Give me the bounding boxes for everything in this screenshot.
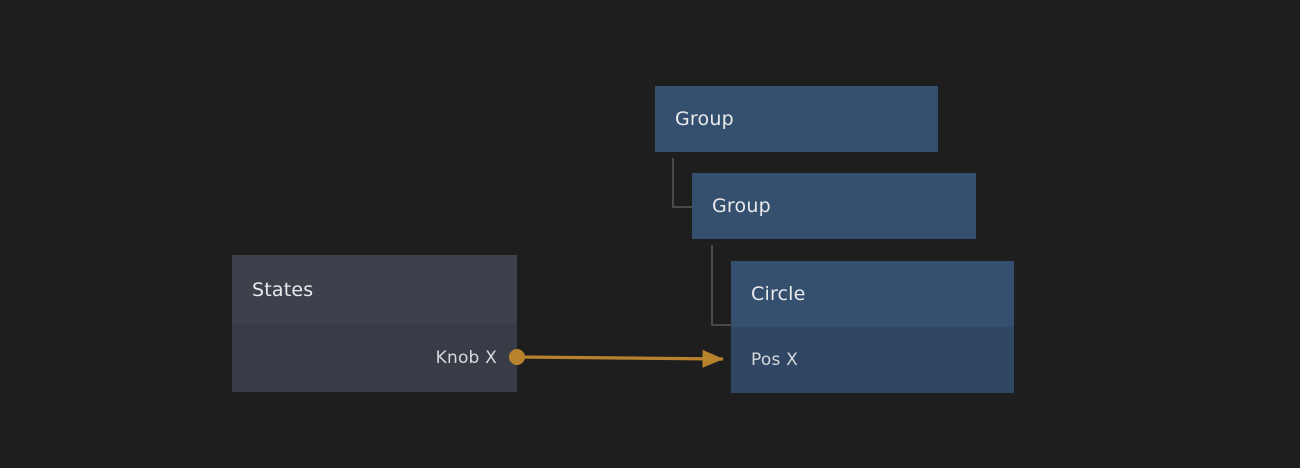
- connection-wire[interactable]: [516, 349, 724, 368]
- node-group-child[interactable]: Group: [692, 173, 976, 239]
- node-states-port-knob-x[interactable]: Knob X: [232, 324, 517, 392]
- node-circle[interactable]: Circle Pos X: [731, 261, 1014, 393]
- node-circle-title: Circle: [751, 283, 806, 305]
- node-group-root-title: Group: [675, 108, 734, 130]
- node-circle-port-pos-x[interactable]: Pos X: [731, 327, 1014, 393]
- node-group-root-header[interactable]: Group: [655, 86, 938, 152]
- node-group-root[interactable]: Group: [655, 86, 938, 152]
- tree-connector-child-to-circle: [711, 245, 731, 326]
- node-group-child-header[interactable]: Group: [692, 173, 976, 239]
- node-circle-port-pos-x-label: Pos X: [751, 350, 798, 370]
- node-circle-header[interactable]: Circle: [731, 261, 1014, 327]
- node-states[interactable]: States Knob X: [232, 255, 517, 392]
- tree-connector-root-to-child: [672, 158, 692, 208]
- node-states-port-knob-x-label: Knob X: [435, 348, 497, 368]
- node-states-title: States: [252, 278, 314, 301]
- node-states-header[interactable]: States: [232, 255, 517, 324]
- node-group-child-title: Group: [712, 195, 771, 217]
- connection-knobx-to-posx[interactable]: [509, 349, 724, 368]
